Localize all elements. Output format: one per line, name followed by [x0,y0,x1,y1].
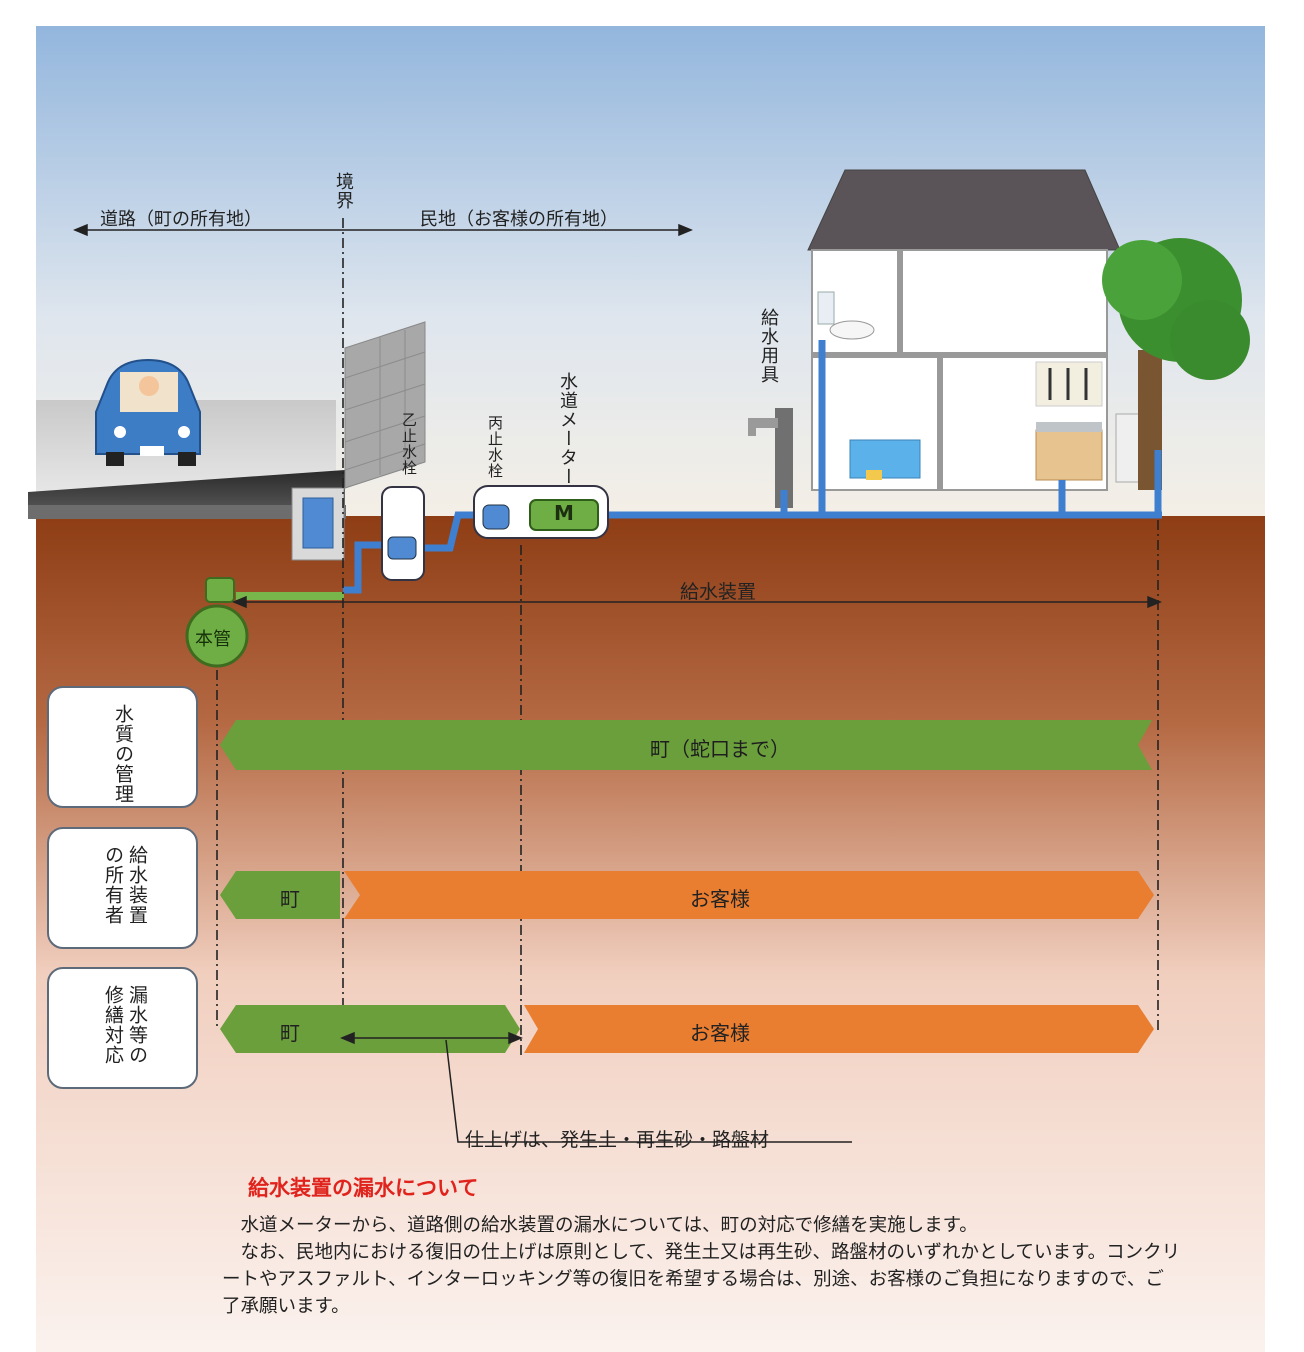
kitchen-sink-icon [1035,429,1103,481]
otsu-valve-box [381,486,425,581]
supply-fixture-label: 給水用具 [758,308,779,384]
tree-icon [1102,238,1250,490]
section-arrow [73,223,693,237]
row-title: 給水装置の所有者 [102,845,148,925]
reference-lines [216,218,1159,1055]
meter-box-window [302,497,334,549]
band-label-town-repair: 町 [280,1021,300,1045]
water-meter-icon [529,499,599,531]
hei-valve-label: 丙止水栓 [486,415,504,479]
band-label-town-owner: 町 [280,887,300,911]
band-label-town-tap: 町（蛇口まで） [650,737,790,761]
toilet-icon [829,320,875,340]
faucet-post [775,408,793,508]
supply-system-arrow [232,595,1162,609]
otsu-valve-label: 乙止水栓 [400,412,418,476]
road-curb [28,505,346,519]
otsu-valve-icon [387,536,417,560]
boundary-label: 境界 [333,172,354,210]
meter-label: 水道メーター [557,372,578,486]
band-label-customer-owner: お客様 [690,887,750,911]
main-pipe-label: 本管 [195,629,231,650]
row-header-repair: 漏水等の修繕対応 [47,967,198,1089]
row-header-owner: 給水装置の所有者 [47,827,198,949]
row-title: 水質の管理 [112,704,134,804]
band-town-repair [220,1005,520,1053]
band-town-owner [220,871,340,919]
meter-letter: M [554,501,574,525]
wall-joints [344,330,426,475]
supply-system-label: 給水装置 [680,581,757,603]
hei-valve-icon [482,504,510,530]
notice-paragraph: なお、民地内における復旧の仕上げは原則として、発生土又は再生砂、路盤材のいずれか… [222,1242,1181,1317]
band-town-water-quality [220,720,1152,770]
row-title: 漏水等の修繕対応 [102,985,148,1065]
car-icon [95,358,201,466]
road-section-label: 道路（町の所有地） [100,209,262,230]
faucet-icon [748,418,778,436]
branch-fitting [205,577,235,603]
road-surface [28,470,345,516]
notice-title: 給水装置の漏水について [248,1176,479,1200]
private-section-label: 民地（お客様の所有地） [420,209,618,230]
band-customer-owner [344,871,1154,919]
house-roof [807,169,1121,251]
finish-span-arrow [340,1031,852,1143]
supply-pipes [343,340,1162,594]
notice-paragraph: 水道メーターから、道路側の給水装置の漏水については、町の対応で修繕を実施します。 [240,1215,978,1236]
bathtub-icon [849,439,921,479]
notice-body: 水道メーターから、道路側の給水装置の漏水については、町の対応で修繕を実施します。… [222,1212,1182,1320]
band-label-customer-repair: お客様 [690,1021,750,1045]
row-header-water-quality: 水質の管理 [47,686,198,808]
finish-note: 仕上げは、発生土・再生砂・路盤材 [465,1129,770,1151]
main-pipe-icon [185,604,249,668]
band-customer-repair [524,1005,1154,1053]
toilet-tank [817,291,835,325]
